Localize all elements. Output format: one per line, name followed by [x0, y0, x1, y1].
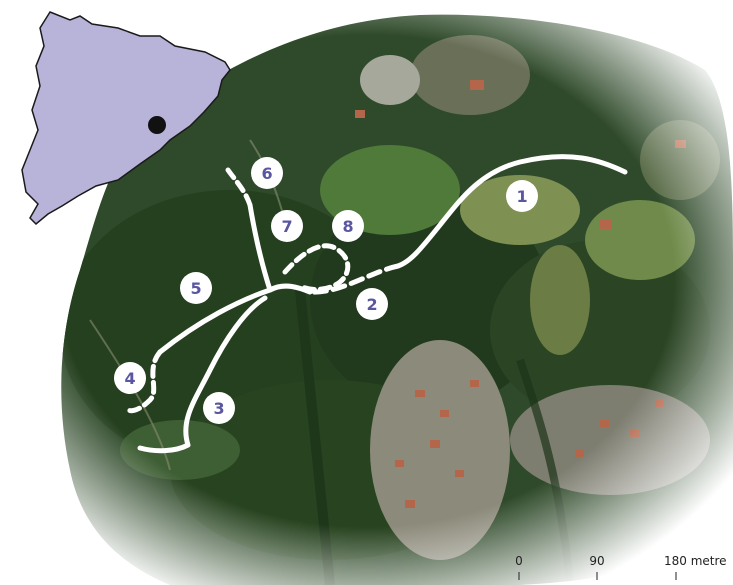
- scale-tick-90: 90: [589, 554, 604, 568]
- marker-label: 5: [190, 279, 201, 298]
- marker-label: 1: [516, 187, 527, 206]
- inset-locator-map: [21, 11, 231, 226]
- marker-2[interactable]: 2: [356, 288, 388, 320]
- marker-label: 8: [342, 217, 353, 236]
- marker-label: 3: [213, 399, 224, 418]
- route-layer: [125, 154, 628, 454]
- trail-dashed-6: [225, 167, 253, 208]
- trail-dashed-2: [307, 263, 401, 295]
- trail-solid-west: [157, 283, 313, 355]
- trail-solid-7: [247, 202, 273, 293]
- trail-dashed-4: [125, 349, 163, 414]
- scale-tick-180: 180 metre: [664, 554, 727, 568]
- trail-solid-main: [395, 154, 628, 269]
- marker-5[interactable]: 5: [180, 272, 212, 304]
- marker-label: 7: [281, 217, 292, 236]
- marker-7[interactable]: 7: [271, 210, 303, 242]
- scale-tick-0: 0: [515, 554, 523, 568]
- marker-label: 2: [366, 295, 377, 314]
- trail-dashed-8: [282, 243, 351, 292]
- inset-region-shape: [21, 11, 231, 226]
- route-markers: 1 2 3 4 5 6 7 8: [114, 157, 538, 424]
- marker-8[interactable]: 8: [332, 210, 364, 242]
- marker-3[interactable]: 3: [203, 392, 235, 424]
- marker-label: 6: [261, 164, 272, 183]
- trail-solid-3: [137, 295, 268, 454]
- marker-6[interactable]: 6: [251, 157, 283, 189]
- marker-4[interactable]: 4: [114, 362, 146, 394]
- marker-1[interactable]: 1: [506, 180, 538, 212]
- scale-bar: 0 90 180 metre: [515, 554, 727, 580]
- marker-label: 4: [124, 369, 135, 388]
- location-dot: [148, 116, 166, 134]
